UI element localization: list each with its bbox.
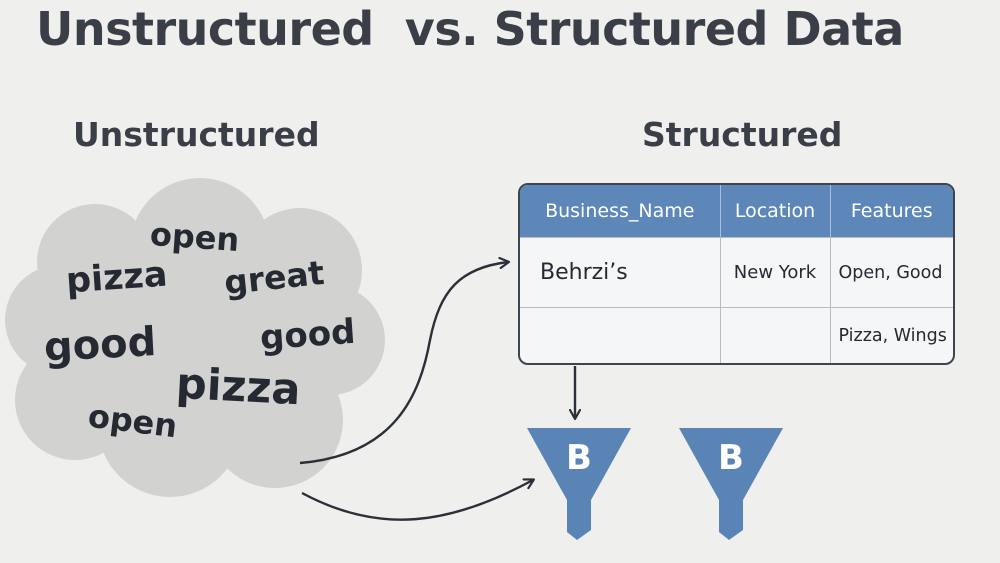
cloud-word: good	[42, 319, 158, 371]
structured-heading: Structured	[642, 115, 843, 154]
cloud-word: open	[148, 214, 241, 260]
column-header-location: Location	[720, 185, 831, 238]
table-row: Behrzi’s New York Open, Good	[520, 236, 953, 308]
cloud-word: good	[258, 311, 357, 359]
cloud-word: pizza	[174, 358, 302, 416]
unstructured-heading: Unstructured	[73, 115, 320, 154]
funnel-icon: B	[679, 428, 783, 540]
funnel-icon: B	[527, 428, 631, 540]
table-cell: New York	[720, 236, 831, 308]
column-header-features: Features	[830, 185, 953, 238]
table-header-row: Business_Name Location Features	[520, 185, 953, 238]
table-row: Pizza, Wings	[520, 307, 953, 363]
funnel-label: B	[566, 438, 592, 478]
table-cell	[720, 307, 831, 363]
funnel-label: B	[718, 438, 744, 478]
cloud-word: pizza	[64, 254, 169, 302]
table-cell: Pizza, Wings	[830, 307, 953, 363]
column-header-business-name: Business_Name	[520, 185, 721, 238]
table-cell	[520, 307, 721, 363]
page-title: Unstructured vs. Structured Data	[36, 2, 904, 56]
table-cell: Behrzi’s	[520, 236, 721, 308]
table-cell: Open, Good	[830, 236, 953, 308]
structured-table: Business_Name Location Features Behrzi’s…	[518, 183, 955, 365]
